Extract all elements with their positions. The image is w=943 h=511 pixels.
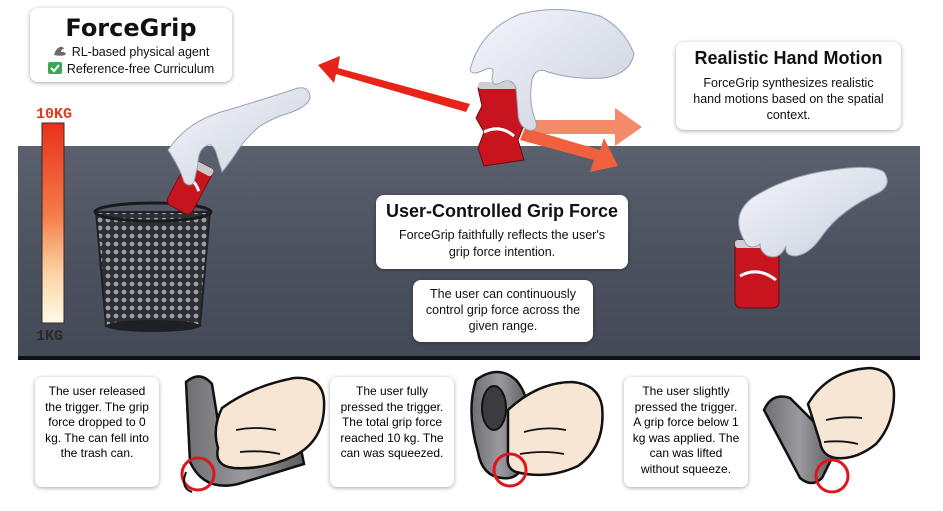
highlight-ring-released bbox=[180, 456, 216, 492]
motion-title: Realistic Hand Motion bbox=[694, 48, 883, 68]
title-line-curriculum: Reference-free Curriculum bbox=[30, 62, 232, 76]
grip-card: User-Controlled Grip Force ForceGrip fai… bbox=[376, 195, 628, 269]
grip-body: ForceGrip faithfully reflects the user's… bbox=[399, 228, 605, 259]
check-mark-icon bbox=[47, 62, 62, 74]
motion-card: Realistic Hand Motion ForceGrip synthesi… bbox=[676, 42, 901, 130]
flexed-biceps-icon bbox=[53, 46, 66, 56]
continuous-body: The user can continuously control grip f… bbox=[425, 287, 581, 333]
motion-body: ForceGrip synthesizes realistic hand mot… bbox=[693, 76, 884, 122]
controller-pressed bbox=[470, 370, 604, 488]
highlight-ring-pressed bbox=[492, 452, 528, 488]
title-card: ForceGrip RL-based physical agent Refere… bbox=[30, 8, 232, 82]
hand-center bbox=[469, 9, 635, 131]
case-released-text: The user released the trigger. The grip … bbox=[45, 384, 149, 460]
case-released-note: The user released the trigger. The grip … bbox=[35, 377, 159, 487]
scale-max-label: 10KG bbox=[36, 106, 73, 123]
highlight-ring-slight bbox=[814, 458, 850, 494]
grip-force-scale bbox=[41, 122, 65, 324]
case-pressed-text: The user fully pressed the trigger. The … bbox=[340, 384, 444, 460]
brand-title: ForceGrip bbox=[65, 14, 197, 42]
controller-released bbox=[180, 375, 326, 493]
case-slight-note: The user slightly pressed the trigger. A… bbox=[624, 377, 748, 487]
title-line1-text: RL-based physical agent bbox=[71, 45, 210, 59]
title-line2-text: Reference-free Curriculum bbox=[66, 62, 215, 76]
grip-title: User-Controlled Grip Force bbox=[385, 201, 619, 221]
hand-right bbox=[738, 166, 888, 258]
case-slight-text: The user slightly pressed the trigger. A… bbox=[632, 384, 740, 476]
scale-min-label: 1KG bbox=[36, 328, 64, 345]
hand-left bbox=[167, 87, 311, 186]
floor-line bbox=[18, 356, 920, 360]
motion-arrows bbox=[318, 56, 642, 172]
title-line-rl: RL-based physical agent bbox=[30, 45, 232, 59]
case-pressed-note: The user fully pressed the trigger. The … bbox=[330, 377, 454, 487]
trash-basket bbox=[93, 201, 213, 332]
controller-slight bbox=[762, 366, 896, 494]
continuous-card: The user can continuously control grip f… bbox=[413, 280, 593, 342]
